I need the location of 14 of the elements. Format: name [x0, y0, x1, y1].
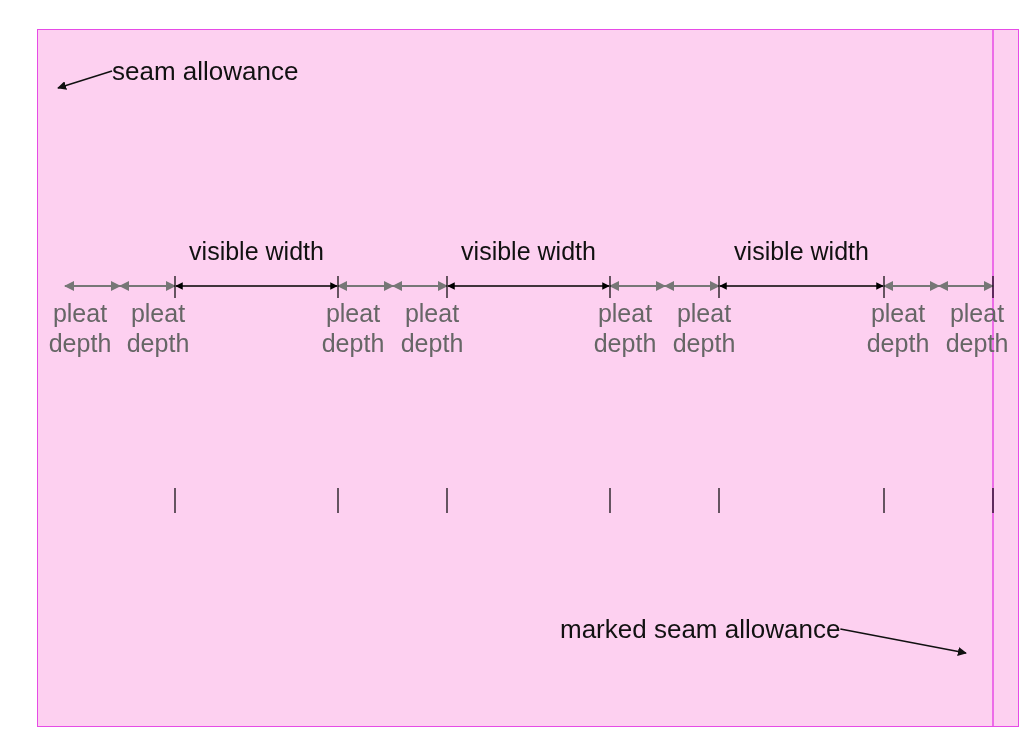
- callout-label: seam allowance: [112, 56, 299, 86]
- dimension-label: visible width: [189, 237, 324, 265]
- dimension-label: pleat depth: [399, 298, 465, 358]
- dimension-label: pleat depth: [592, 298, 658, 358]
- leader-line: [57, 70, 113, 90]
- dimension-label: pleat depth: [47, 298, 113, 358]
- dimension-label: pleat depth: [320, 298, 386, 358]
- callout-label: marked seam allowance: [560, 614, 841, 644]
- dimension-label: pleat depth: [671, 298, 737, 358]
- dimension-label: pleat depth: [125, 298, 191, 358]
- leader-line: [839, 628, 967, 656]
- dimension-label: visible width: [734, 237, 869, 265]
- dimension-label: visible width: [461, 237, 596, 265]
- dimension-label: pleat depth: [865, 298, 931, 358]
